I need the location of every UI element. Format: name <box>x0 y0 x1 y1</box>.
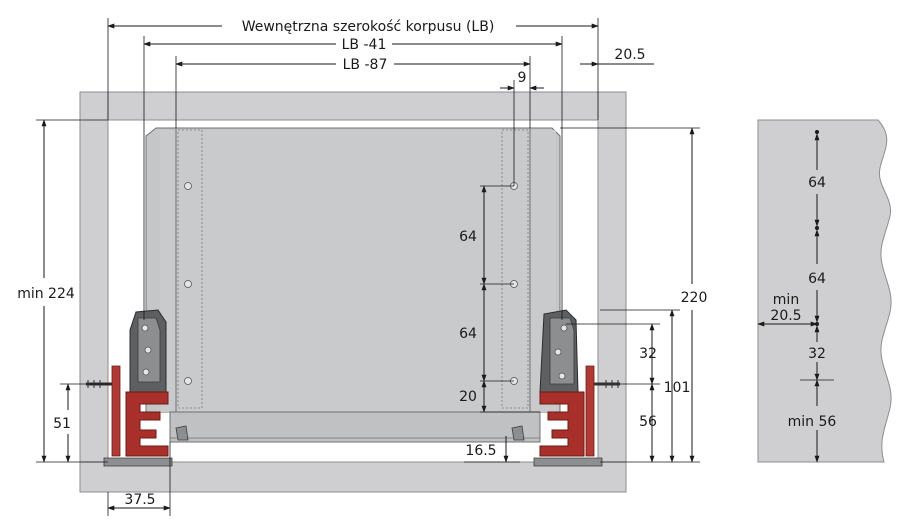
lb-41-label: LB -41 <box>342 37 387 53</box>
right-dimensions: 64 64 20 16.5 32 56 101 220 <box>459 127 708 463</box>
side-panel: 64 64 min 20.5 32 min 56 <box>757 119 892 463</box>
drawer-box <box>145 127 561 443</box>
side-32-label: 32 <box>808 346 826 362</box>
h-56-right-label: 56 <box>639 414 657 430</box>
h-220-label: 220 <box>681 290 708 306</box>
side-min-label: min <box>773 292 799 308</box>
right-runner <box>511 309 620 467</box>
side-64-top-label: 64 <box>808 175 826 191</box>
h-64-upper-label: 64 <box>459 229 477 245</box>
side-min-56-label: min 56 <box>788 414 837 430</box>
gap-9-label: 9 <box>518 70 527 86</box>
side-20-5-label: 20.5 <box>614 47 645 63</box>
h-51-label: 51 <box>53 416 71 432</box>
side-64-mid-label: 64 <box>808 271 826 287</box>
left-runner <box>86 309 189 467</box>
h-64-lower-label: 64 <box>459 326 477 342</box>
top-dimensions: Wewnętrzna szerokość korpusu (LB) LB -41… <box>107 18 654 320</box>
lb-87-label: LB -87 <box>343 57 388 73</box>
cabinet-frame <box>79 91 627 493</box>
h-20-label: 20 <box>459 389 477 405</box>
left-dimensions: min 224 51 37.5 <box>17 119 171 516</box>
h-32-label: 32 <box>639 346 657 362</box>
inner-width-label: Wewnętrzna szerokość korpusu (LB) <box>242 19 495 35</box>
min-224-label: min 224 <box>17 286 75 302</box>
h-101-label: 101 <box>664 380 691 396</box>
w-37-5-label: 37.5 <box>124 492 155 508</box>
side-min-20-5-label: 20.5 <box>770 308 801 324</box>
h-16-5-label: 16.5 <box>465 443 496 459</box>
